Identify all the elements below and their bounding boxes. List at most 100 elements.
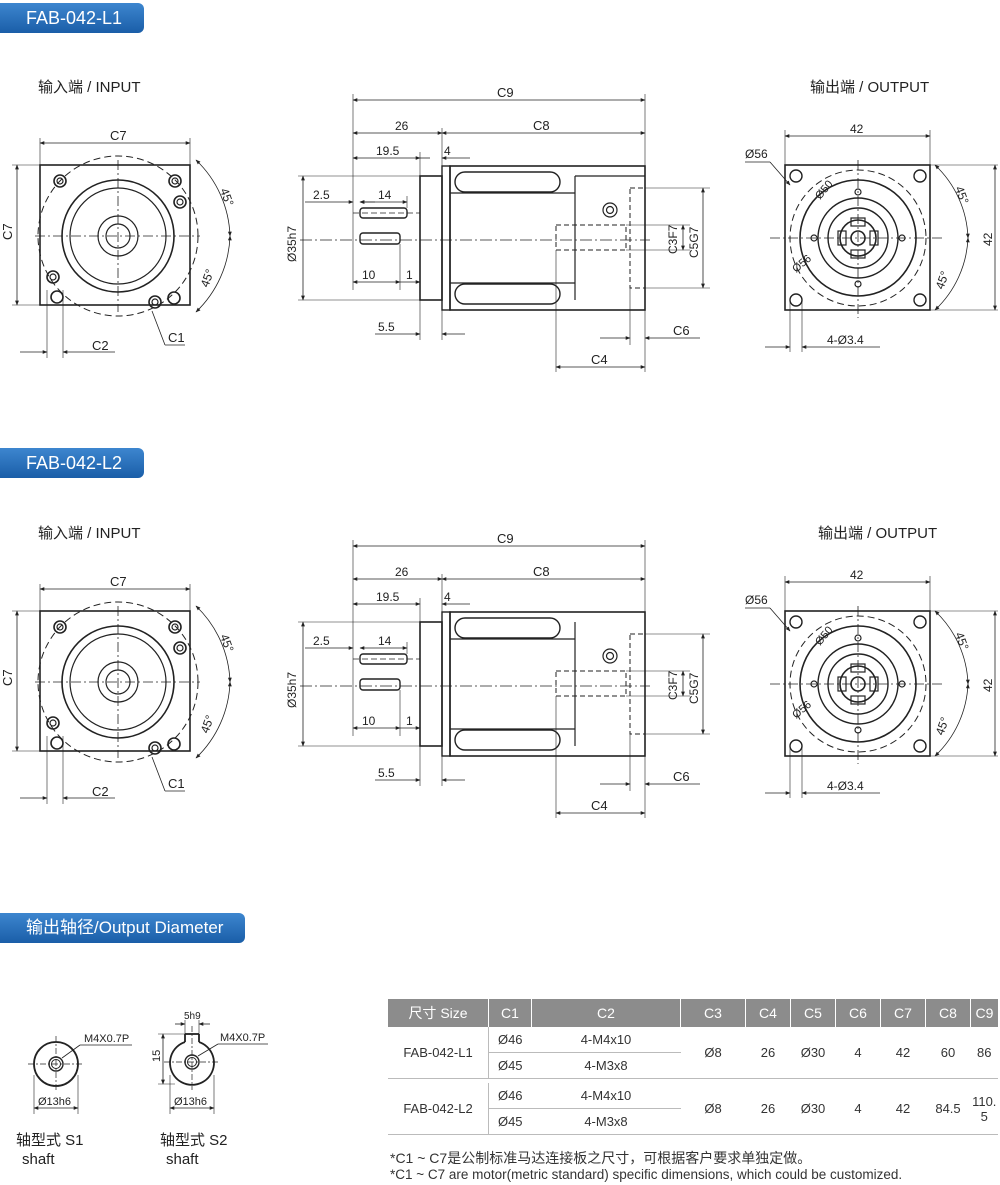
- dim-45-upper: 45°: [952, 184, 971, 206]
- spec-table-header: 尺寸 Size C1 C2 C3 C4 C5 C6 C7 C8 C9: [388, 999, 998, 1027]
- dim-45-upper: 45°: [217, 632, 236, 654]
- dim-c4: C4: [591, 352, 608, 367]
- dim-c6: C6: [673, 323, 690, 338]
- note-chinese: *C1 ~ C7是公制标准马达连接板之尺寸，可根据客户要求单独定做。: [390, 1150, 812, 1166]
- dim-45-lower: 45°: [933, 269, 952, 291]
- shaft-types: M4X0.7P Ø13h6 轴型式 S1 shaft 5h9 15 M4X0.7…: [16, 1011, 268, 1168]
- dim-2-5: 2.5: [313, 634, 330, 648]
- cell-c2: 4-M4x10: [531, 1083, 681, 1109]
- input-view-label: 输入端 / INPUT: [38, 79, 141, 96]
- dim-c1: C1: [168, 776, 185, 791]
- col-c1: C1: [488, 999, 532, 1027]
- side-view: [298, 94, 710, 372]
- output-flange-view: [745, 130, 998, 352]
- dim-c8: C8: [533, 564, 550, 579]
- dim-10: 10: [362, 714, 376, 728]
- s2-label: 轴型式 S2: [160, 1132, 228, 1149]
- cell-c5: Ø30: [790, 1083, 836, 1135]
- s1-shaft-word: shaft: [22, 1151, 55, 1168]
- col-c5: C5: [790, 999, 836, 1027]
- input-view-label: 输入端 / INPUT: [38, 525, 141, 542]
- dim-42-side: 42: [981, 232, 995, 246]
- dim-c3: C3F7: [666, 670, 680, 700]
- dim-26: 26: [395, 119, 409, 133]
- output-view-label: 输出端 / OUTPUT: [818, 525, 938, 542]
- cell-c7: 42: [880, 1083, 926, 1135]
- dim-c2: C2: [92, 338, 109, 353]
- dim-19-5: 19.5: [376, 590, 400, 604]
- input-flange-view: [12, 584, 232, 804]
- dim-45-lower: 45°: [933, 715, 952, 737]
- s2-thread: M4X0.7P: [220, 1032, 265, 1044]
- table-row: Ø45 4-M3x8: [388, 1108, 998, 1135]
- shaft-s1: [28, 1036, 132, 1114]
- dim-c7-side: C7: [0, 223, 15, 240]
- cell-c2: 4-M3x8: [531, 1052, 681, 1079]
- dim-45-lower: 45°: [198, 713, 217, 735]
- dim-14: 14: [378, 188, 392, 202]
- dim-26: 26: [395, 565, 409, 579]
- cell-c4: 26: [745, 1083, 791, 1135]
- dim-holes: 4-Ø3.4: [827, 779, 864, 793]
- dim-42-side: 42: [981, 678, 995, 692]
- dim-c8: C8: [533, 118, 550, 133]
- col-c4: C4: [745, 999, 791, 1027]
- col-c6: C6: [835, 999, 881, 1027]
- dim-c4: C4: [591, 798, 608, 813]
- drawing-set-l1: C7 C7 C2 C1 45° 45°: [0, 85, 998, 372]
- s1-diameter: Ø13h6: [38, 1096, 71, 1108]
- output-view-label: 输出端 / OUTPUT: [810, 79, 930, 96]
- cell-c9: 110. 5: [970, 1083, 998, 1135]
- cell-c5: Ø30: [790, 1027, 836, 1079]
- cell-c1: Ø45: [488, 1108, 532, 1135]
- table-row: Ø45 4-M3x8: [388, 1052, 998, 1079]
- dim-45-upper: 45°: [952, 630, 971, 652]
- cell-size: FAB-042-L1: [388, 1027, 489, 1079]
- dim-4: 4: [444, 144, 451, 158]
- section-title-output-diameter: 输出轴径/Output Diameter: [0, 913, 246, 943]
- dim-c2: C2: [92, 784, 109, 799]
- cell-c3: Ø8: [680, 1083, 746, 1135]
- cell-c7: 42: [880, 1027, 926, 1079]
- dim-c7-top: C7: [110, 128, 127, 143]
- output-flange-view: [745, 576, 998, 798]
- dim-42-top: 42: [850, 568, 864, 582]
- dim-2-5: 2.5: [313, 188, 330, 202]
- dim-1: 1: [406, 268, 413, 282]
- input-flange-side: [419, 175, 443, 301]
- input-flange-outline: [39, 164, 191, 306]
- side-view: [298, 540, 710, 818]
- cell-c1: Ø46: [488, 1083, 532, 1109]
- dim-19-5: 19.5: [376, 144, 400, 158]
- dim-c1: C1: [168, 330, 185, 345]
- col-c8: C8: [925, 999, 971, 1027]
- dim-holes: 4-Ø3.4: [827, 333, 864, 347]
- cell-c4: 26: [745, 1027, 791, 1079]
- dim-42-top: 42: [850, 122, 864, 136]
- cell-c3: Ø8: [680, 1027, 746, 1079]
- dim-c9: C9: [497, 531, 514, 546]
- cell-c2: 4-M4x10: [531, 1027, 681, 1053]
- dim-14: 14: [378, 634, 392, 648]
- dim-10: 10: [362, 268, 376, 282]
- gearbox-body: [449, 165, 646, 311]
- section-title-l1: FAB-042-L1: [0, 3, 145, 33]
- dim-c7-top: C7: [110, 574, 127, 589]
- cell-c6: 4: [835, 1027, 881, 1079]
- dim-1: 1: [406, 714, 413, 728]
- drawing-set-l2: C7 C7 C2 C1 45° 45°: [0, 531, 998, 818]
- dim-c5: C5G7: [687, 672, 701, 704]
- dim-5-5: 5.5: [378, 320, 395, 334]
- cell-c2: 4-M3x8: [531, 1108, 681, 1135]
- dim-5-5: 5.5: [378, 766, 395, 780]
- dim-4: 4: [444, 590, 451, 604]
- table-row: FAB-042-L2 Ø46 4-M4x10 Ø8 26 Ø30 4 42 84…: [388, 1083, 998, 1135]
- shaft-s2: [158, 1020, 268, 1114]
- s2-shaft-word: shaft: [166, 1151, 199, 1168]
- s2-key-width: 5h9: [184, 1011, 201, 1022]
- dim-c6: C6: [673, 769, 690, 784]
- col-size: 尺寸 Size: [388, 999, 489, 1027]
- dim-45-lower: 45°: [198, 267, 217, 289]
- cell-c1: Ø45: [488, 1052, 532, 1079]
- s2-key-height: 15: [151, 1050, 163, 1062]
